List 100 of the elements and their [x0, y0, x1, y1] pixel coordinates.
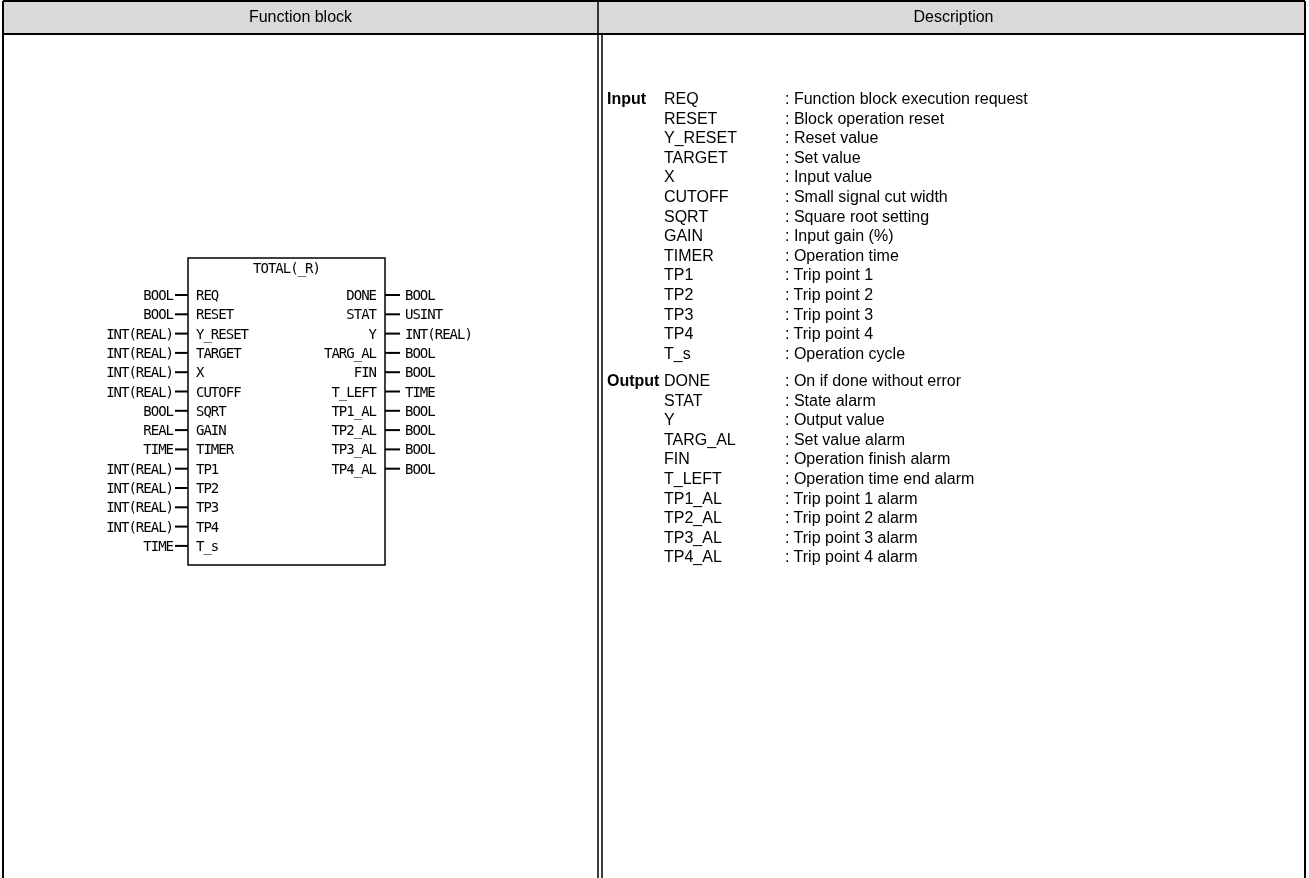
pin-name: TP2_AL — [331, 421, 376, 440]
parameter-description: : Reset value — [785, 129, 879, 148]
data-type: BOOL — [405, 459, 435, 478]
parameter-name: DONE — [664, 372, 711, 390]
parameter-description: : Trip point 3 — [785, 305, 874, 324]
parameter-name: RESET — [664, 109, 718, 128]
parameter-description: : Function block execution request — [785, 90, 1028, 108]
data-type: BOOL — [143, 286, 173, 304]
data-type: INT(REAL) — [106, 479, 173, 497]
parameter-name: TARGET — [664, 148, 728, 167]
data-type: INT(REAL) — [106, 459, 173, 478]
parameter-description: : Operation time end alarm — [785, 470, 975, 488]
pin-name: REQ — [196, 286, 219, 304]
parameter-description: : Small signal cut width — [785, 188, 948, 206]
data-type: INT(REAL) — [405, 324, 472, 343]
parameter-description: : Trip point 3 alarm — [785, 528, 918, 547]
parameter-name: T_s — [664, 344, 691, 363]
parameter-name: TP3 — [664, 305, 694, 324]
pin-name: TARGET — [196, 343, 241, 362]
parameter-name: TP1_AL — [664, 489, 722, 508]
pin-name: TP1_AL — [331, 401, 376, 420]
parameter-description: : On if done without error — [785, 372, 962, 390]
parameter-name: TP2 — [664, 286, 694, 304]
data-type: TIME — [405, 382, 435, 401]
pin-name: SQRT — [196, 401, 226, 420]
parameter-description: : Trip point 1 alarm — [785, 489, 918, 508]
parameter-name: T_LEFT — [664, 470, 722, 488]
parameter-description: : Trip point 1 — [785, 266, 874, 285]
data-type: BOOL — [143, 401, 173, 420]
parameter-name: TP2_AL — [664, 509, 722, 528]
pin-name: CUTOFF — [196, 382, 241, 401]
data-type: BOOL — [405, 363, 435, 382]
pin-name: X — [196, 363, 204, 382]
parameter-description: : Set value alarm — [785, 430, 906, 449]
parameter-name: TP1 — [664, 266, 694, 285]
section-heading: Output — [607, 372, 660, 390]
pin-name: Y_RESET — [196, 324, 248, 343]
parameter-description: : Input gain (%) — [785, 227, 894, 246]
parameter-description: : Input value — [785, 168, 873, 187]
data-type: REAL — [143, 421, 173, 440]
parameter-description: : Trip point 4 — [785, 325, 874, 344]
pin-name: RESET — [196, 305, 234, 324]
parameter-name: TP4_AL — [664, 548, 722, 567]
parameter-name: Y — [664, 411, 675, 430]
parameter-name: X — [664, 168, 675, 187]
parameter-description: : Square root setting — [785, 207, 930, 226]
column-header: Description — [912, 8, 995, 26]
pin-name: T_LEFT — [331, 382, 376, 401]
parameter-description: : Operation cycle — [785, 344, 906, 363]
pin-name: TP3_AL — [331, 440, 376, 459]
parameter-description: : Trip point 2 — [785, 286, 874, 304]
data-type: USINT — [405, 305, 443, 324]
data-type: INT(REAL) — [106, 363, 173, 382]
pin-name: T_s — [196, 536, 219, 555]
parameter-name: TP4 — [664, 325, 694, 344]
data-type: BOOL — [405, 343, 435, 362]
pin-name: GAIN — [196, 421, 226, 440]
data-type: BOOL — [405, 421, 435, 440]
data-type: TIME — [143, 536, 173, 555]
column-header: Function block — [247, 8, 354, 26]
parameter-description: : Set value — [785, 148, 861, 167]
data-type: BOOL — [405, 440, 435, 459]
parameter-description: : Operation finish alarm — [785, 450, 951, 469]
data-type: INT(REAL) — [106, 324, 173, 343]
parameter-description: : Trip point 4 alarm — [785, 548, 918, 567]
parameter-description: : Block operation reset — [785, 109, 945, 128]
data-type: INT(REAL) — [106, 517, 173, 536]
data-type: TIME — [143, 440, 173, 459]
parameter-description: : Operation time — [785, 246, 899, 265]
block-title: TOTAL(_R) — [252, 259, 321, 277]
data-type: BOOL — [405, 286, 435, 304]
parameter-description: : Trip point 2 alarm — [785, 509, 918, 528]
parameter-name: FIN — [664, 450, 690, 469]
parameter-name: SQRT — [664, 207, 709, 226]
pin-name: DONE — [346, 286, 376, 304]
pin-name: TP2 — [196, 479, 219, 497]
parameter-name: STAT — [664, 391, 703, 410]
parameter-name: Y_RESET — [664, 129, 737, 148]
data-type: BOOL — [405, 401, 435, 420]
pin-name: TP4 — [196, 517, 219, 536]
pin-name: TP1 — [196, 459, 219, 478]
data-type: INT(REAL) — [106, 343, 173, 362]
pin-name: STAT — [346, 305, 376, 324]
parameter-description: : State alarm — [785, 391, 876, 410]
parameter-name: TIMER — [664, 246, 714, 265]
parameter-name: REQ — [664, 90, 699, 108]
data-type: INT(REAL) — [106, 498, 173, 517]
pin-name: Y — [368, 324, 376, 343]
pin-name: TIMER — [196, 440, 234, 459]
pin-name: FIN — [353, 363, 376, 382]
data-type: INT(REAL) — [106, 382, 173, 401]
parameter-name: TP3_AL — [664, 528, 722, 547]
parameter-description: : Output value — [785, 411, 885, 430]
parameter-name: TARG_AL — [664, 430, 736, 449]
parameter-name: GAIN — [664, 227, 704, 246]
section-heading: Input — [607, 90, 647, 108]
parameter-name: CUTOFF — [664, 188, 729, 206]
pin-name: TARG_AL — [324, 343, 376, 362]
data-type: BOOL — [143, 305, 173, 324]
pin-name: TP4_AL — [331, 459, 376, 478]
